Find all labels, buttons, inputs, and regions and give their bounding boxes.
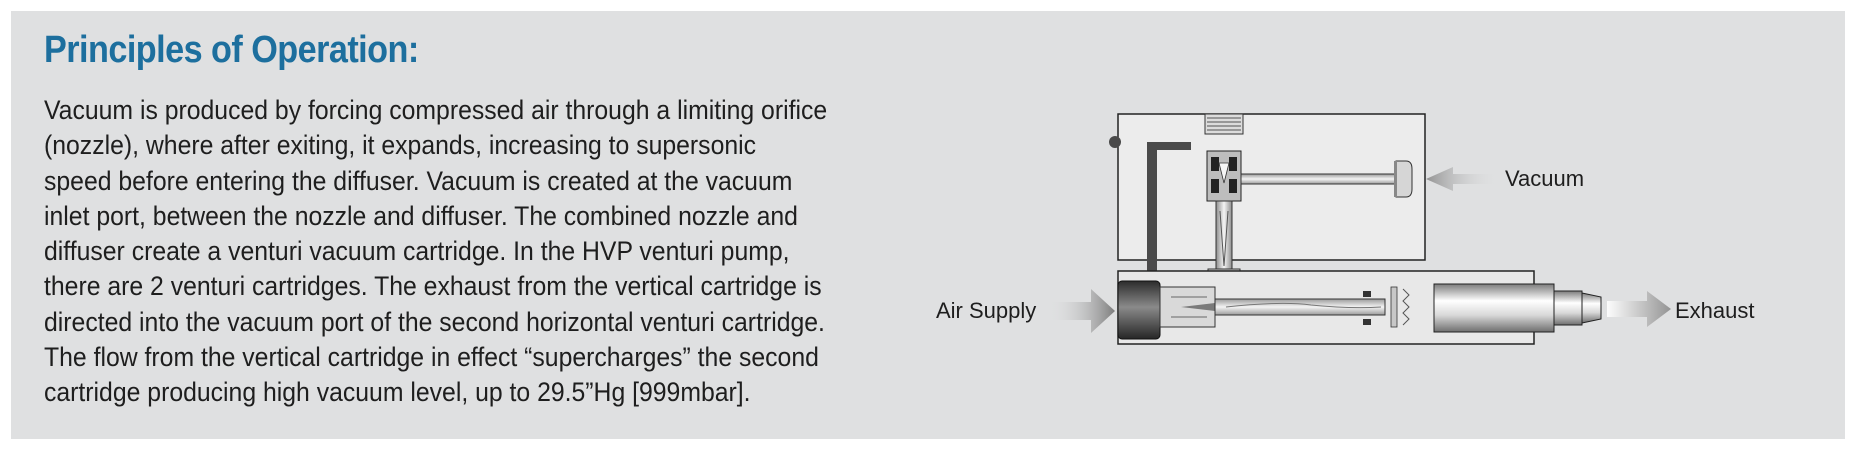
vacuum-inlet-passage xyxy=(1240,160,1413,198)
section-title: Principles of Operation: xyxy=(44,29,419,71)
vacuum-arrow xyxy=(1426,167,1498,191)
vertical-cartridge xyxy=(1206,150,1242,282)
air-supply-label: Air Supply xyxy=(936,298,1036,323)
exhaust-arrow xyxy=(1607,291,1671,327)
principles-panel: Principles of Operation: Vacuum is produ… xyxy=(11,11,1845,439)
upper-body-block xyxy=(1109,113,1426,279)
venturi-pump-diagram: Vacuum Air Supply Exhaust xyxy=(936,113,1755,345)
exhaust-end-cap xyxy=(1433,283,1602,333)
vacuum-label: Vacuum xyxy=(1505,166,1584,191)
exhaust-label: Exhaust xyxy=(1675,298,1755,323)
air-supply-arrow xyxy=(1049,289,1115,333)
description-paragraph: Vacuum is produced by forcing compressed… xyxy=(44,95,828,408)
